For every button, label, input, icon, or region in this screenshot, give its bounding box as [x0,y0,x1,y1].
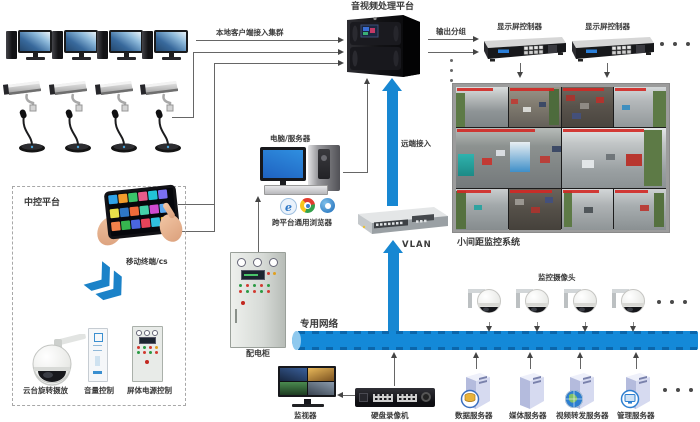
dedicated-network-label: 专用网络 [300,319,339,330]
ellipsis-dots [663,388,693,392]
dedicated-network-pipe [292,331,698,350]
pc-tower [6,31,17,59]
display-controller-1 [484,37,566,62]
cctv-camera-icon [49,81,87,112]
cctv-monitor [278,366,338,408]
client-workstation [6,30,52,62]
dome-camera-icon [564,289,597,313]
video-wall-label: 小间距监控系统 [457,238,521,248]
dome-camera-icon [612,289,645,313]
management-server-icon [620,373,650,409]
line-cams-to-platform [193,52,339,53]
ellipsis-dots [660,42,690,46]
wall-cell [456,189,508,230]
wall-cell [614,87,666,127]
remote-access-label: 远端接入 [401,139,431,148]
wall-cell [508,87,561,127]
pc-monitor [260,147,306,181]
video-forward-server-label: 视频转发服务器 [556,411,609,420]
wall-cell [508,189,561,230]
line-output-2 [428,52,474,53]
dome-camera-icon [468,289,501,313]
av-platform-server [347,15,420,77]
cctv-camera-icon [95,81,133,112]
av-platform-label: 音视频处理平台 [351,2,415,12]
line-cabinet-to-pc [258,202,259,252]
power-cabinet-label: 配电柜 [246,349,270,358]
ellipsis-dots-vertical [450,59,453,82]
line-tablet-to-platform [214,63,339,64]
client-workstation [52,30,98,62]
screen-power-label: 屏体电源控制 [127,386,172,395]
wall-cell [456,128,561,188]
compass-browser-icon [320,198,335,213]
microphone-icon [111,109,137,153]
media-server-label: 媒体服务器 [509,411,547,420]
wall-cell [456,87,508,127]
data-server-icon [460,373,490,409]
chrome-browser-icon [300,198,315,213]
line-output-1 [428,39,474,40]
screen-power-cabinet [132,326,163,382]
line-pc-to-platform [367,84,368,173]
ptz-control-label: 云台旋转摄放 [23,386,68,395]
cctv-camera-icon [140,81,178,112]
remote-access-arrow [387,91,398,206]
client-workstation [97,30,143,62]
video-wall [452,83,670,233]
management-server-label: 管理服务器 [617,411,655,420]
central-control-box [12,186,186,406]
microphone-icon [19,109,45,153]
mobile-terminal-label: 移动终端/cs [126,257,168,266]
wall-cell [561,87,614,127]
line-dvr-to-pipe [394,357,395,386]
dvr-recorder [355,388,435,407]
line-dvr-to-monitor [342,395,355,396]
pc-server [260,145,348,197]
output-group-label: 输出分组 [436,27,466,36]
wall-cell [614,189,666,230]
microphone-icon [155,109,181,153]
microphone-icon [65,109,91,153]
display-controller-1-label: 显示屏控制器 [497,22,542,31]
surveillance-cameras-label: 监控摄像头 [538,273,576,282]
power-distribution-cabinet [230,252,286,348]
volume-control-label: 音量控制 [84,386,114,395]
pc-keyboard [264,185,328,195]
display-controller-2-label: 显示屏控制器 [585,22,630,31]
video-forward-server-icon [565,373,594,409]
dome-camera-icon [516,289,549,313]
dvr-label: 硬盘录像机 [371,411,409,420]
ptz-dome-camera [32,334,86,386]
local-cluster-label: 本地客户端接入集群 [216,28,284,37]
wall-cell [561,128,666,188]
pc-monitor [18,30,52,53]
pc-tower [308,145,340,191]
browser-label: 跨平台通用浏览器 [272,218,332,227]
pipe-to-switch-arrow [388,252,399,331]
vlan-label: VLAN [402,240,432,250]
client-workstation [142,30,188,62]
central-platform-label: 中控平台 [24,198,61,208]
line-clients-to-platform [196,40,339,41]
vlan-switch [358,207,448,234]
ellipsis-dots [657,300,687,304]
ie-browser-icon: e [280,198,297,215]
display-controller-2 [572,37,654,62]
tablet-terminal [92,184,188,256]
wall-cell [561,189,614,230]
monitor-label: 监视器 [294,411,317,420]
data-server-label: 数据服务器 [455,411,493,420]
media-server-icon [520,373,544,409]
pc-server-label: 电脑/服务器 [270,134,311,143]
volume-control-panel [88,328,108,382]
flow-chevrons-icon [83,261,122,301]
cctv-camera-icon [3,81,41,112]
